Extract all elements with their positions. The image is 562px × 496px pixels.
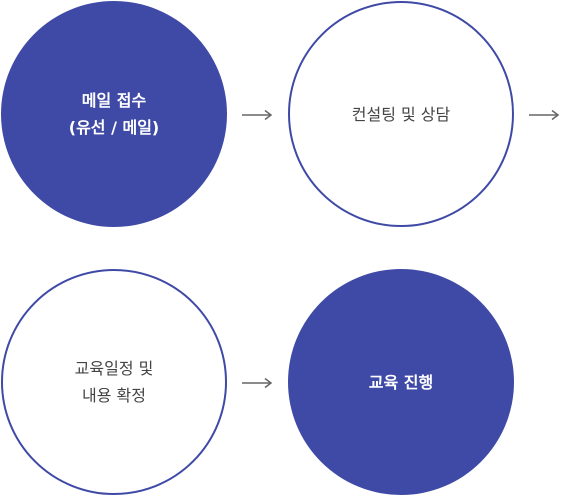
step-3-circle: 교육일정 및 내용 확정 — [1, 269, 227, 495]
arrow-right-icon — [242, 109, 273, 121]
step-2-label-line-1: 컨설팅 및 상담 — [351, 104, 451, 124]
step-3-label-line-1: 교육일정 및 — [74, 359, 154, 378]
step-4-circle: 교육 진행 — [288, 269, 514, 495]
step-1-label-line-2: (유선 / 메일) — [68, 118, 160, 137]
step-4-label-line-1: 교육 진행 — [368, 372, 434, 392]
arrow-right-icon — [242, 377, 273, 389]
step-3-label-line-2: 내용 확정 — [82, 386, 146, 405]
step-1-circle: 메일 접수 (유선 / 메일) — [1, 1, 227, 227]
step-2-circle: 컨설팅 및 상담 — [288, 1, 514, 227]
step-1-label-line-1: 메일 접수 — [81, 91, 147, 110]
arrow-right-icon — [529, 109, 560, 121]
